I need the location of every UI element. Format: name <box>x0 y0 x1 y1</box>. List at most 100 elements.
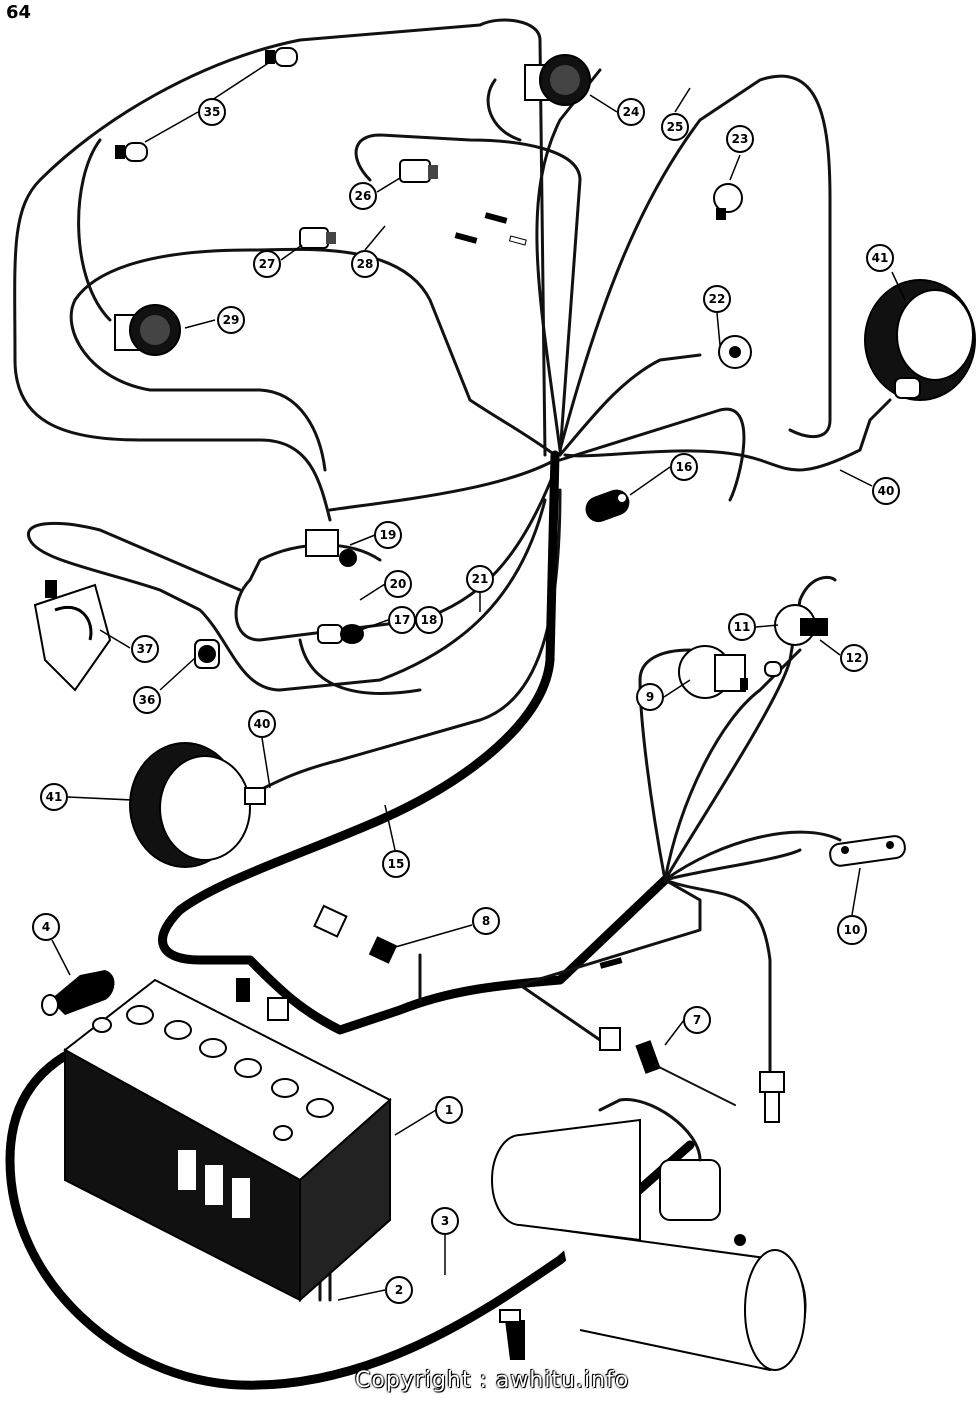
callout-label: 23 <box>732 132 749 146</box>
callout-36: 36 <box>133 686 161 714</box>
callout-label: 9 <box>646 690 654 704</box>
callout-label: 37 <box>137 642 154 656</box>
callout-4: 4 <box>32 913 60 941</box>
callout-label: 2 <box>395 1283 403 1297</box>
callout-21: 21 <box>466 565 494 593</box>
main-harness-lower <box>245 875 670 1035</box>
starter-motor <box>491 1098 807 1372</box>
callout-label: 11 <box>734 620 751 634</box>
main-harness-15 <box>158 450 560 965</box>
callout-label: 40 <box>878 484 895 498</box>
callout-3: 3 <box>431 1207 459 1235</box>
callout-label: 19 <box>380 528 397 542</box>
callout-label: 15 <box>388 857 405 871</box>
callout-label: 3 <box>441 1214 449 1228</box>
sender-26 <box>399 159 438 183</box>
callout-22: 22 <box>703 285 731 313</box>
callout-41-right: 41 <box>866 244 894 272</box>
callout-label: 18 <box>421 613 438 627</box>
terminal-cover-4 <box>41 970 115 1016</box>
gauge-29 <box>114 304 181 356</box>
lamp-35-lower <box>115 142 148 162</box>
callout-29: 29 <box>217 306 245 334</box>
callout-label: 4 <box>42 920 50 934</box>
page-number: 64 <box>6 2 32 23</box>
callout-11: 11 <box>728 613 756 641</box>
upper-harness <box>13 18 892 522</box>
callout-40-right: 40 <box>872 477 900 505</box>
callout-label: 26 <box>355 189 372 203</box>
callout-8: 8 <box>472 907 500 935</box>
callout-label: 7 <box>693 1013 701 1027</box>
connectors-7 <box>599 957 736 1106</box>
callout-28: 28 <box>351 250 379 278</box>
callout-2: 2 <box>385 1276 413 1304</box>
switch-11-12 <box>774 604 828 646</box>
battery-cable-3 <box>5 1035 695 1390</box>
callout-label: 20 <box>390 577 407 591</box>
plug-bottom <box>499 1309 525 1360</box>
callout-label: 16 <box>676 460 693 474</box>
callout-41-left: 41 <box>40 783 68 811</box>
sender-10 <box>829 835 906 867</box>
callout-25: 25 <box>661 113 689 141</box>
headlight-41-right <box>864 279 976 401</box>
callout-leaders <box>51 61 906 1301</box>
callout-label: 28 <box>357 257 374 271</box>
switch-22 <box>718 335 752 369</box>
callout-label: 35 <box>204 105 221 119</box>
lamp-small <box>764 661 782 677</box>
callout-26: 26 <box>349 182 377 210</box>
callout-40-left: 40 <box>248 710 276 738</box>
callout-label: 22 <box>709 292 726 306</box>
headlight-41-left <box>129 742 266 868</box>
callout-label: 21 <box>472 572 489 586</box>
callout-label: 25 <box>667 120 684 134</box>
callout-20: 20 <box>384 570 412 598</box>
sender-27 <box>299 227 336 249</box>
resistor-16 <box>585 489 630 523</box>
switch-19 <box>305 529 357 567</box>
switch-36 <box>194 639 220 669</box>
callout-27: 27 <box>253 250 281 278</box>
callout-16: 16 <box>670 453 698 481</box>
callout-label: 29 <box>223 313 240 327</box>
gauge-24 <box>524 54 591 106</box>
callout-label: 12 <box>846 651 863 665</box>
callout-24: 24 <box>617 98 645 126</box>
callout-10: 10 <box>837 915 867 945</box>
sender-temperature <box>759 1071 785 1123</box>
callout-label: 17 <box>394 613 411 627</box>
callout-9: 9 <box>636 683 664 711</box>
callout-18: 18 <box>415 606 443 634</box>
lamp-35-upper <box>265 47 298 67</box>
callout-label: 41 <box>872 251 889 265</box>
callout-label: 8 <box>482 914 490 928</box>
right-harness <box>418 576 842 1072</box>
callout-19: 19 <box>374 521 402 549</box>
callout-15: 15 <box>382 850 410 878</box>
switch-23 <box>713 183 743 220</box>
horn-37 <box>33 580 112 692</box>
callout-label: 27 <box>259 257 276 271</box>
callout-label: 36 <box>139 693 156 707</box>
connectors-8 <box>236 904 398 1021</box>
callout-23: 23 <box>726 125 754 153</box>
callout-label: 10 <box>844 923 861 937</box>
callout-label: 41 <box>46 790 63 804</box>
bulb-17-18 <box>317 624 364 644</box>
callout-1: 1 <box>435 1096 463 1124</box>
callout-37: 37 <box>131 635 159 663</box>
gauge-9 <box>678 645 748 699</box>
callout-7: 7 <box>683 1006 711 1034</box>
callout-35: 35 <box>198 98 226 126</box>
callout-label: 40 <box>254 717 271 731</box>
connector-28 <box>454 212 527 246</box>
battery-1 <box>63 978 392 1303</box>
callout-label: 1 <box>445 1103 453 1117</box>
callout-17: 17 <box>388 606 416 634</box>
copyright-watermark: Copyright : awhitu.info <box>355 1368 630 1393</box>
callout-12: 12 <box>840 644 868 672</box>
callout-label: 24 <box>623 105 640 119</box>
